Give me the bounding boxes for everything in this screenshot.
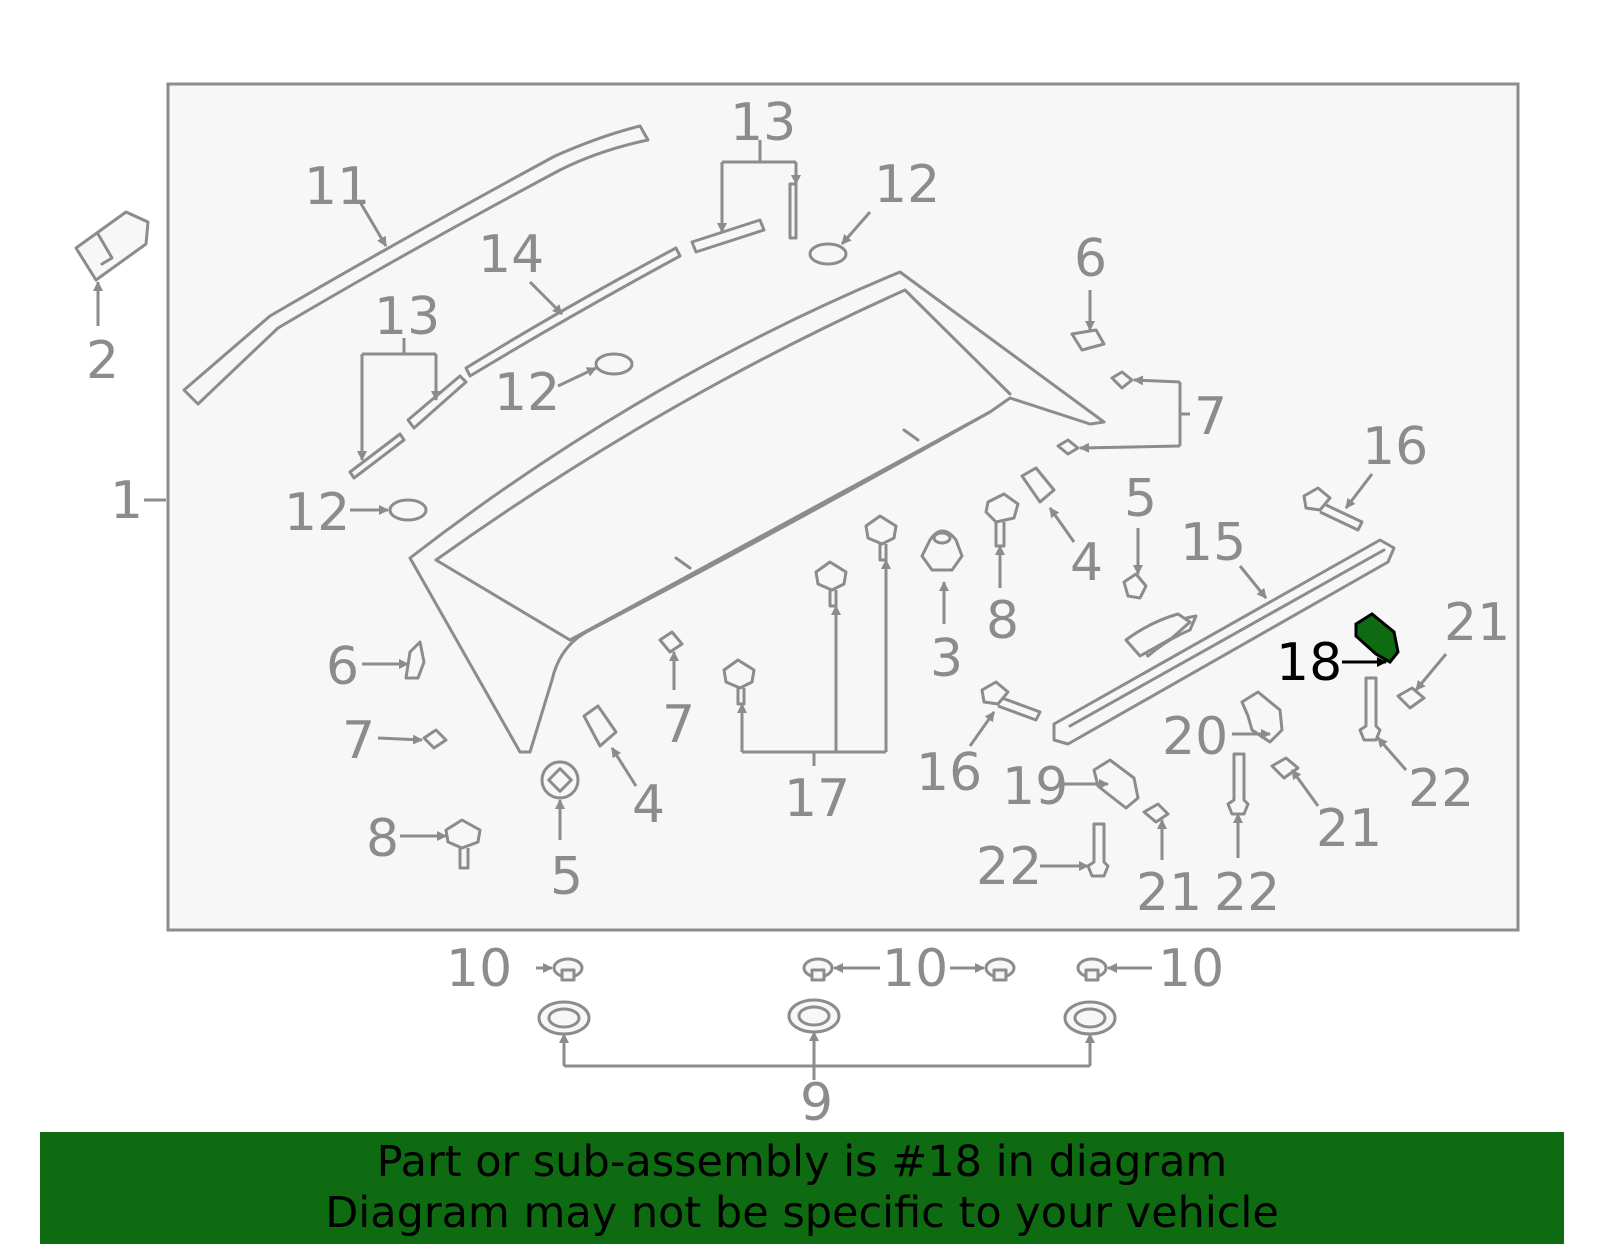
label-8: 8 bbox=[986, 591, 1019, 651]
label-12: 12 bbox=[874, 155, 940, 215]
part-labels: 1 2 11 13 12 14 13 12 12 6 7 16 5 15 4 8… bbox=[86, 93, 1510, 1133]
label-22: 22 bbox=[1408, 759, 1474, 819]
label-2: 2 bbox=[86, 331, 119, 391]
part-22-screw-b bbox=[1226, 752, 1250, 816]
label-4: 4 bbox=[632, 775, 665, 835]
label-4: 4 bbox=[1070, 533, 1103, 593]
label-7: 7 bbox=[342, 711, 375, 771]
part-14-molding bbox=[464, 246, 682, 378]
label-6: 6 bbox=[326, 637, 359, 697]
label-13: 13 bbox=[374, 287, 440, 347]
label-7: 7 bbox=[1194, 387, 1227, 447]
part-4-clip-a bbox=[1020, 466, 1056, 504]
part-6-clip-b bbox=[404, 640, 426, 680]
label-10: 10 bbox=[446, 939, 512, 999]
leader-lines bbox=[93, 140, 1448, 1080]
label-8: 8 bbox=[366, 809, 399, 869]
label-18-highlighted: 18 bbox=[1276, 633, 1342, 693]
part-18-highlighted[interactable] bbox=[1354, 612, 1400, 664]
label-12: 12 bbox=[494, 363, 560, 423]
part-5-grommet-a bbox=[540, 760, 580, 800]
label-22: 22 bbox=[976, 837, 1042, 897]
label-9: 9 bbox=[800, 1073, 833, 1133]
info-banner: Part or sub-assembly is #18 in diagram D… bbox=[40, 1132, 1564, 1244]
part-7-clip-d bbox=[422, 728, 448, 750]
part-21-clip-c bbox=[1142, 802, 1170, 824]
label-10: 10 bbox=[882, 939, 948, 999]
part-12-washer-c bbox=[388, 498, 428, 522]
label-16: 16 bbox=[916, 743, 982, 803]
label-3: 3 bbox=[930, 629, 963, 689]
spoiler-body bbox=[408, 270, 1106, 754]
part-13-strip-lower bbox=[348, 374, 468, 480]
banner-line-disclaimer: Diagram may not be specific to your vehi… bbox=[325, 1188, 1279, 1238]
label-11: 11 bbox=[304, 157, 370, 217]
label-10: 10 bbox=[1158, 939, 1224, 999]
part-4-clip-b bbox=[582, 704, 618, 748]
part-6-clip-a bbox=[1070, 328, 1106, 352]
label-6: 6 bbox=[1074, 229, 1107, 289]
label-19: 19 bbox=[1002, 757, 1068, 817]
label-14: 14 bbox=[478, 225, 544, 285]
label-21: 21 bbox=[1136, 863, 1202, 923]
label-16: 16 bbox=[1362, 417, 1428, 477]
part-11-molding bbox=[182, 124, 650, 406]
label-12: 12 bbox=[284, 483, 350, 543]
part-12-washer-b bbox=[594, 352, 634, 376]
label-5: 5 bbox=[1124, 469, 1157, 529]
part-22-screw-a bbox=[1358, 676, 1382, 742]
part-2-bracket bbox=[74, 210, 150, 282]
part-22-screw-c bbox=[1086, 822, 1110, 878]
label-5: 5 bbox=[550, 847, 583, 907]
label-7: 7 bbox=[662, 695, 695, 755]
label-13: 13 bbox=[730, 93, 796, 153]
banner-line-part: Part or sub-assembly is #18 in diagram bbox=[376, 1137, 1228, 1187]
part-12-washer-a bbox=[808, 242, 848, 266]
part-16-bolt-a bbox=[1302, 486, 1364, 532]
label-22: 22 bbox=[1214, 863, 1280, 923]
part-7-clip-b bbox=[1056, 438, 1080, 456]
label-20: 20 bbox=[1162, 707, 1228, 767]
part-16-bolt-b bbox=[980, 680, 1042, 722]
part-10-nuts bbox=[552, 957, 1108, 982]
part-9-grommets bbox=[537, 998, 1117, 1036]
part-7-clip-c bbox=[658, 630, 684, 654]
part-7-clip-a bbox=[1110, 370, 1134, 390]
label-1: 1 bbox=[110, 471, 143, 531]
part-5-clip-b bbox=[1122, 572, 1148, 600]
part-21-clip-a bbox=[1396, 686, 1426, 710]
label-21: 21 bbox=[1316, 799, 1382, 859]
label-21: 21 bbox=[1444, 593, 1510, 653]
label-17: 17 bbox=[784, 769, 850, 829]
part-21-clip-b bbox=[1270, 756, 1300, 780]
label-15: 15 bbox=[1180, 513, 1246, 573]
part-8-pin-b bbox=[444, 818, 482, 870]
part-20-bracket bbox=[1240, 690, 1284, 744]
